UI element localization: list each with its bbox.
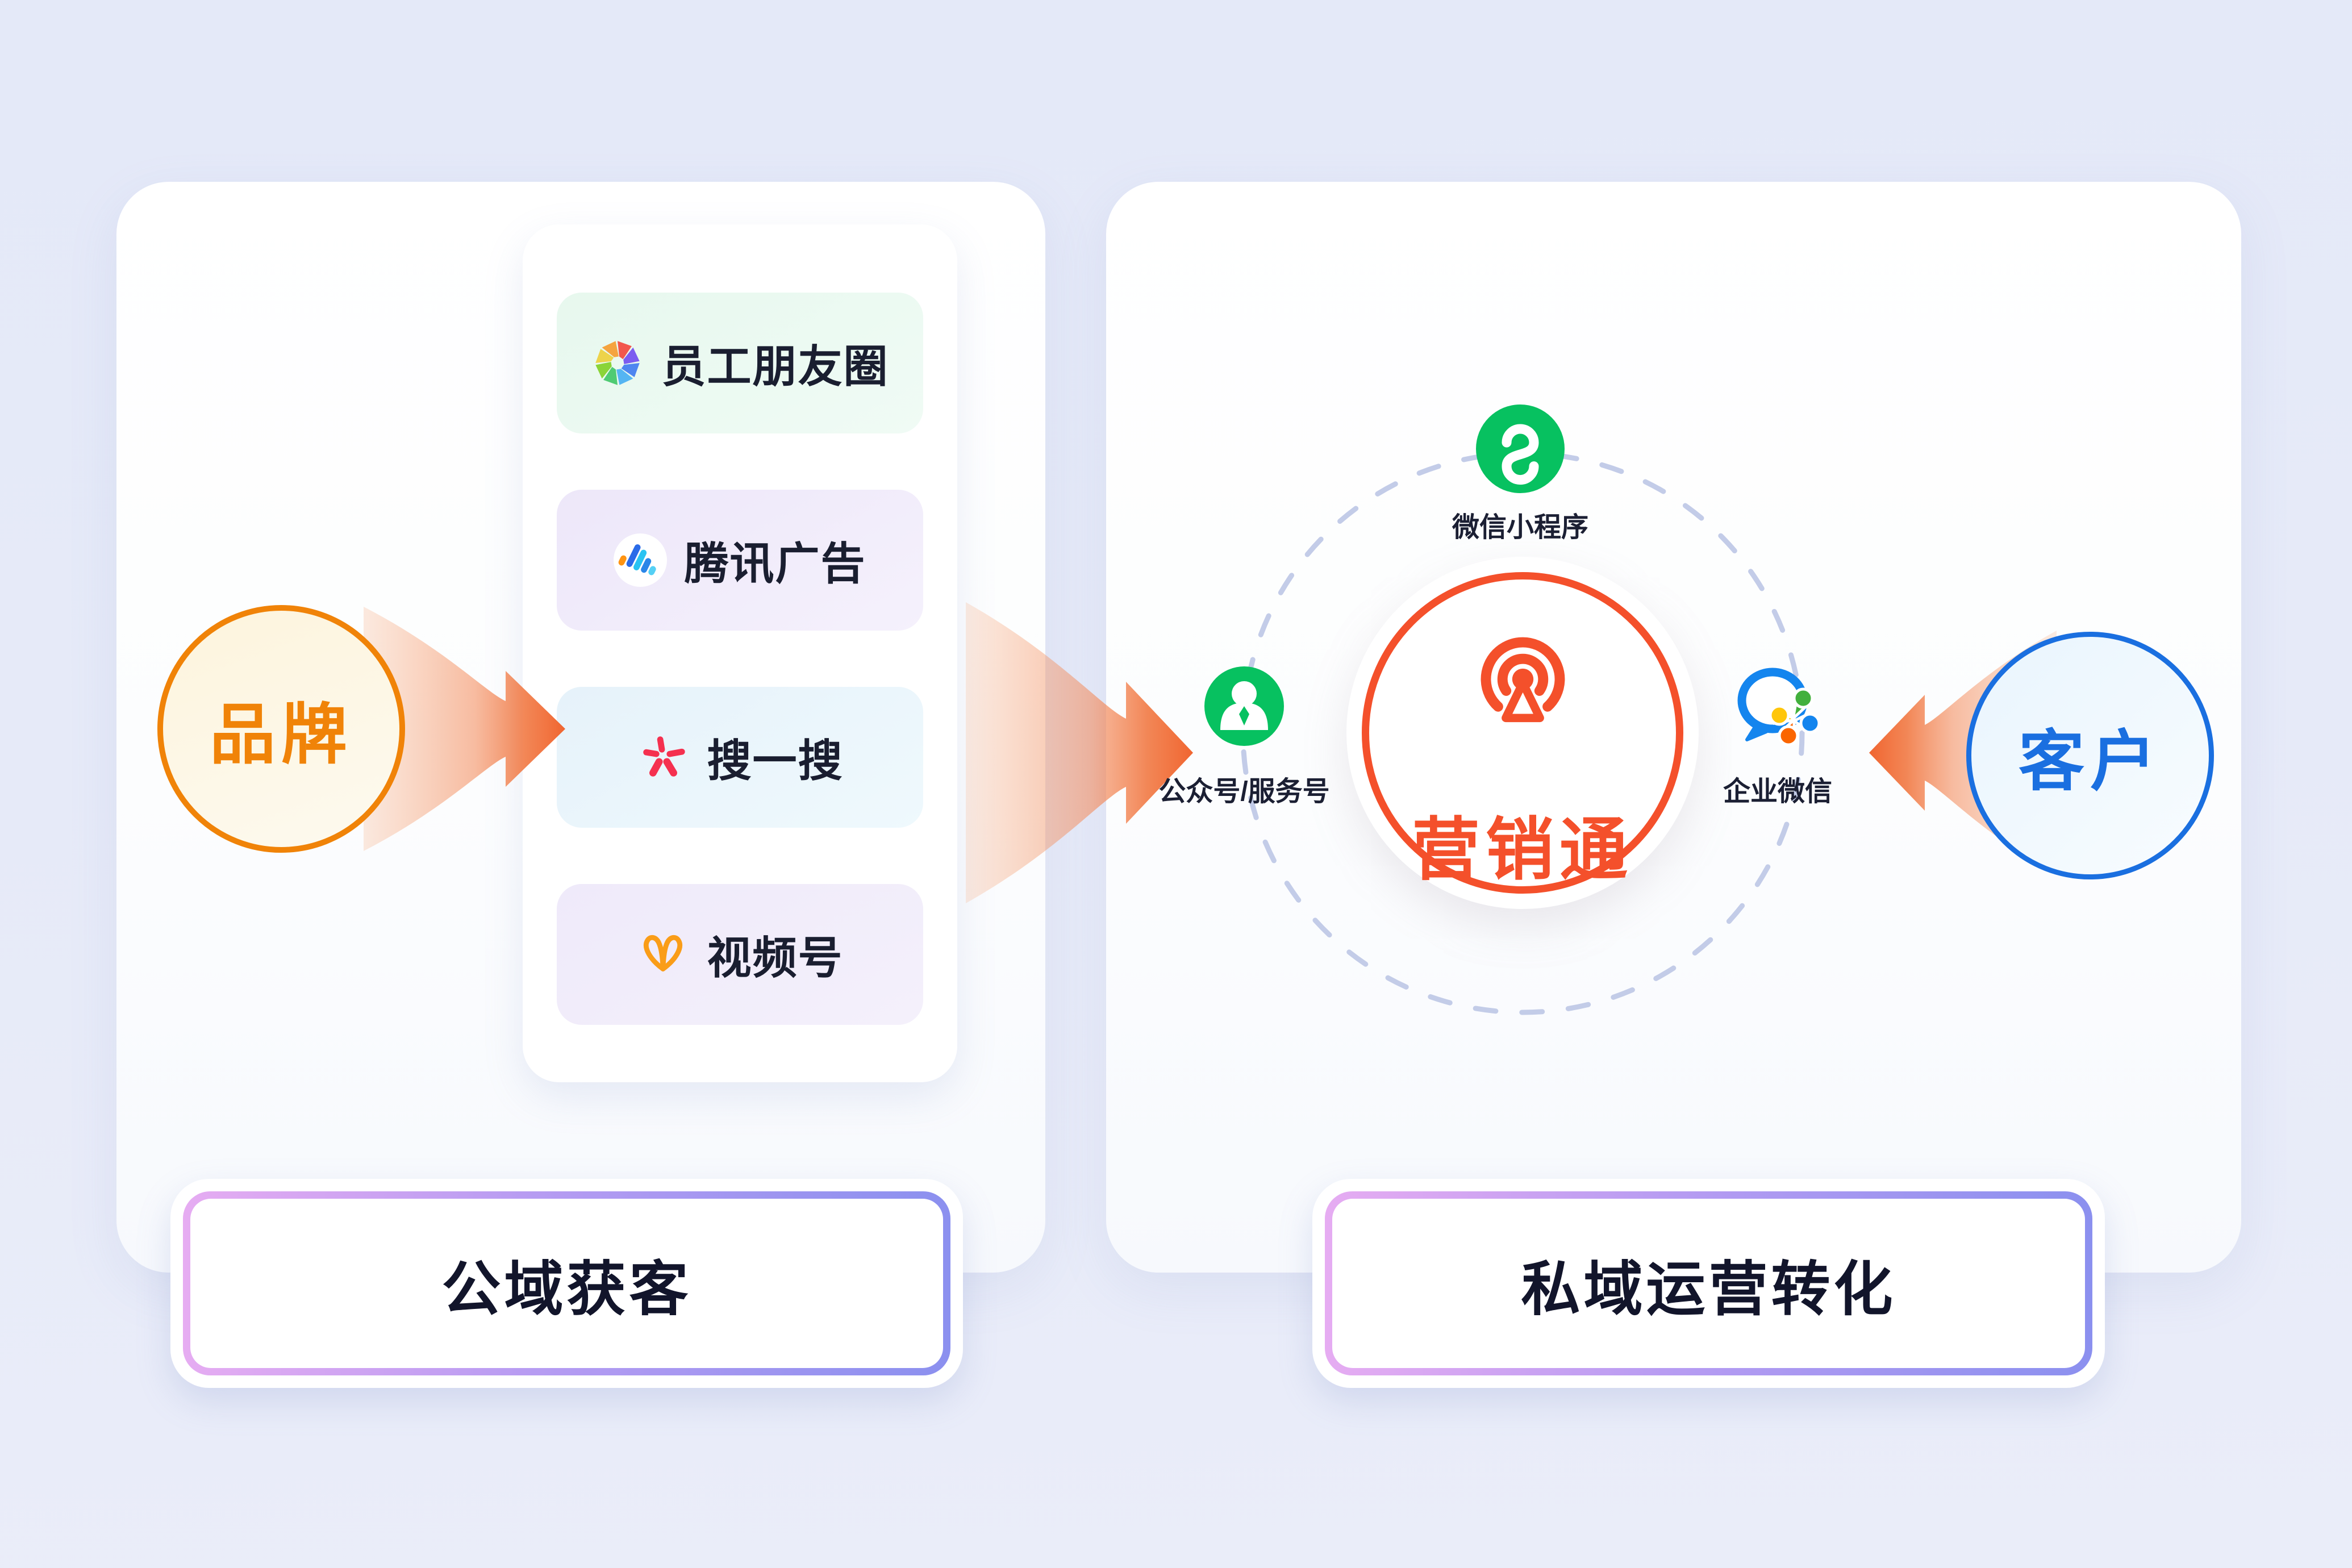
wechat-channels-icon [644,935,683,971]
funnel-arrow-channels-to-hub [966,602,1193,903]
mini-program-icon [1476,404,1565,493]
footer-gradient-border: 私域运营转化 [1325,1191,2092,1375]
channel-item-search: 搜一搜 [557,687,923,828]
private-domain-footer-label: 私域运营转化 [1521,1256,1896,1323]
brand-circle: 品牌 [157,605,405,853]
tencent-ads-icon [614,533,668,587]
customer-label: 客户 [2019,724,2162,798]
channel-label: 腾讯广告 [684,539,866,589]
private-domain-footer: 私域运营转化 [1312,1179,2105,1388]
channel-label: 搜一搜 [707,736,844,786]
official-account-icon [1204,666,1284,746]
public-domain-footer: 公域获客 [170,1179,963,1388]
footer-inner: 私域运营转化 [1332,1199,2085,1368]
public-domain-footer-label: 公域获客 [441,1256,692,1323]
official-account-label: 公众号/服务号 [1158,777,1330,807]
mini-program-label: 微信小程序 [1452,512,1588,543]
channel-item-video: 视频号 [557,884,923,1025]
wecom-icon [1729,661,1826,752]
brand-label: 品牌 [210,698,353,772]
channel-item-moments: 员工朋友圈 [557,293,923,433]
hub-label: 营销通 [1412,812,1633,888]
wechat-search-icon [643,736,686,777]
funnel-arrow-brand-to-channels [364,607,565,851]
channel-label: 员工朋友圈 [661,341,889,391]
beacon-icon [1481,637,1565,723]
moments-aperture-icon [595,341,640,385]
wecom-label: 企业微信 [1723,777,1832,807]
customer-circle: 客户 [1966,632,2214,879]
yingxiaotong-hub: 营销通 [1346,557,1699,909]
channel-item-tencent-ads: 腾讯广告 [557,490,923,631]
footer-gradient-border: 公域获客 [183,1191,950,1375]
footer-inner: 公域获客 [190,1199,943,1368]
channel-label: 视频号 [707,933,844,983]
